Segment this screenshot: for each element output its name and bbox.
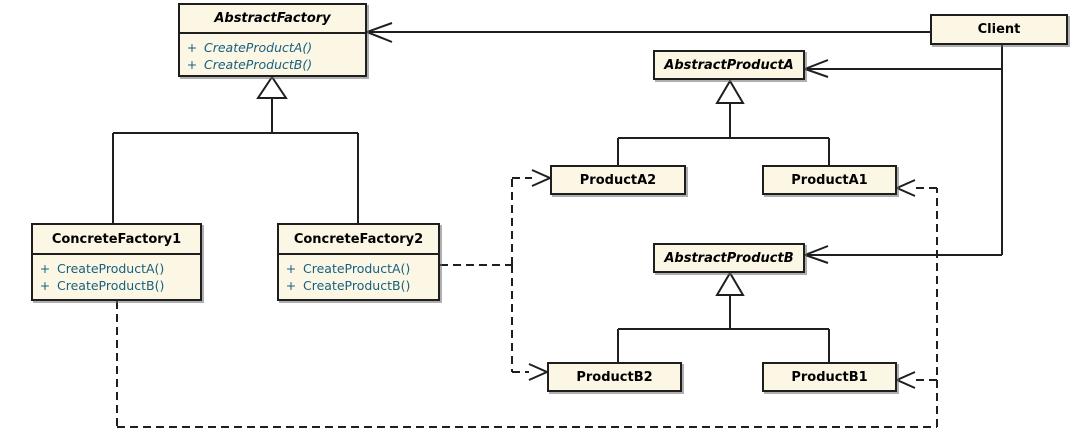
hollow-triangle-icon [256, 75, 288, 99]
class-name: AbstractProductB [664, 250, 794, 266]
class-product-b1[interactable]: ProductB1 [762, 362, 897, 392]
edge-client-abstract-product-a [802, 59, 1002, 78]
class-name: ProductA1 [791, 172, 868, 188]
class-name: AbstractProductA [664, 57, 794, 73]
visibility-plus: + [186, 57, 198, 72]
edge-concrete-factory-1-products [116, 179, 938, 428]
class-name: ProductB2 [576, 369, 653, 385]
operation: + CreateProductA() [33, 260, 200, 277]
open-arrowhead-icon [894, 179, 916, 197]
class-client[interactable]: Client [930, 14, 1068, 45]
operations-compartment: + CreateProductA() + CreateProductB() [180, 32, 365, 73]
edge-generalization-factories [112, 75, 359, 223]
class-abstract-product-a[interactable]: AbstractProductA [653, 50, 805, 80]
open-arrowhead-icon [894, 371, 916, 389]
class-name: AbstractFactory [214, 11, 331, 26]
visibility-plus: + [39, 261, 51, 276]
class-name: ProductA2 [579, 172, 657, 188]
operation: + CreateProductB() [180, 56, 365, 73]
operation-signature: CreateProductB() [57, 278, 165, 293]
operation-signature: CreateProductA() [57, 261, 165, 276]
edge-client-abstract-factory [364, 22, 930, 43]
class-abstract-factory[interactable]: AbstractFactory + CreateProductA() + Cre… [178, 3, 367, 77]
operation-signature: CreateProductB() [204, 57, 313, 72]
edge-generalization-product-a [617, 79, 830, 165]
class-name: ProductB1 [791, 369, 868, 385]
class-product-a1[interactable]: ProductA1 [762, 165, 897, 195]
visibility-plus: + [186, 40, 198, 55]
hollow-triangle-icon [715, 271, 745, 296]
open-arrowhead-icon [364, 22, 393, 43]
operation: + CreateProductB() [279, 277, 438, 294]
operation: + CreateProductA() [180, 39, 365, 56]
edge-concrete-factory-2-products [440, 169, 553, 381]
visibility-plus: + [285, 278, 297, 293]
class-name: ConcreteFactory2 [293, 231, 424, 247]
class-product-a2[interactable]: ProductA2 [550, 165, 686, 195]
open-arrowhead-icon [802, 245, 829, 264]
operation-signature: CreateProductB() [303, 278, 411, 293]
visibility-plus: + [39, 278, 51, 293]
operation-signature: CreateProductA() [204, 40, 313, 55]
operations-compartment: + CreateProductA() + CreateProductB() [279, 253, 438, 294]
open-arrowhead-icon [531, 169, 553, 187]
edge-generalization-product-b [617, 271, 830, 362]
visibility-plus: + [285, 261, 297, 276]
open-arrowhead-icon [802, 59, 829, 78]
operations-compartment: + CreateProductA() + CreateProductB() [33, 253, 200, 294]
class-name: ConcreteFactory1 [51, 231, 182, 247]
hollow-triangle-icon [715, 79, 745, 104]
open-arrowhead-icon [528, 363, 550, 381]
class-abstract-product-b[interactable]: AbstractProductB [653, 243, 805, 273]
class-concrete-factory-1[interactable]: ConcreteFactory1 + CreateProductA() + Cr… [31, 223, 202, 301]
operation-signature: CreateProductA() [303, 261, 411, 276]
class-name: Client [977, 22, 1021, 37]
operation: + CreateProductA() [279, 260, 438, 277]
operation: + CreateProductB() [33, 277, 200, 294]
class-concrete-factory-2[interactable]: ConcreteFactory2 + CreateProductA() + Cr… [277, 223, 440, 301]
class-product-b2[interactable]: ProductB2 [547, 362, 682, 392]
edge-client-abstract-product-b [802, 45, 1003, 264]
